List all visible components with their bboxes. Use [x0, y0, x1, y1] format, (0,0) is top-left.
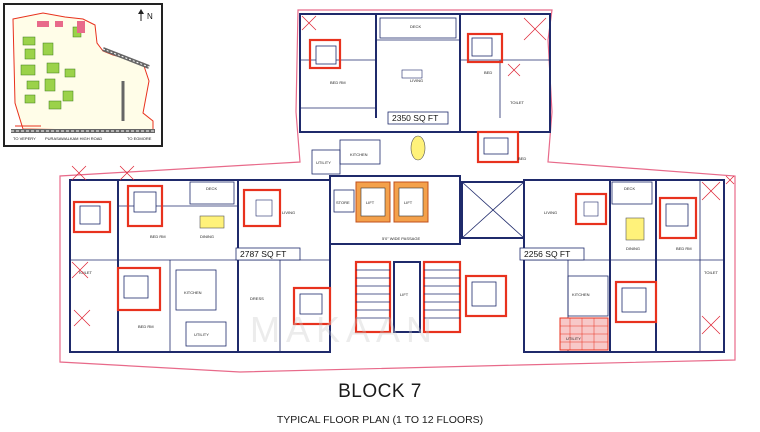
- north-label: N: [147, 12, 153, 21]
- passage-label: 5'0" WIDE PASSAGE: [382, 236, 420, 241]
- living-left-label: LIVING: [282, 210, 295, 215]
- kitchen-right-label: KITCHEN: [572, 292, 590, 297]
- to-egmore-label: TO EGMORE: [127, 136, 152, 141]
- living-right-label: LIVING: [544, 210, 557, 215]
- dining-right-label: DINING: [626, 246, 640, 251]
- plan-title: BLOCK 7: [338, 381, 422, 402]
- toilet-left-label: TOILET: [78, 270, 92, 275]
- store-label: STORE: [336, 200, 350, 205]
- kitchen-top-label: KITCHEN: [350, 152, 368, 157]
- bed-right-a-label: BED RM: [676, 246, 692, 251]
- right-unit: DECK LIVING DINING 2256 SQ FT BED RM TOI…: [464, 175, 735, 353]
- utility-left-label: UTILITY: [194, 332, 209, 337]
- plan-subtitle: TYPICAL FLOOR PLAN (1 TO 12 FLOORS): [276, 414, 484, 426]
- toilet-right-label: TOILET: [704, 270, 718, 275]
- utility-top-label: UTILITY: [316, 160, 331, 165]
- floor-plan-drawing: DECK LIVING BED RM BED TOILET 2350 SQ FT…: [59, 9, 736, 373]
- left-unit: DECK DINING LIVING 2787 SQ FT BED RM BED…: [69, 165, 332, 353]
- bed-center-label: BED: [518, 156, 526, 161]
- living-top-label: LIVING: [410, 78, 423, 83]
- dress-left-label: DRESS: [250, 296, 264, 301]
- deck-top-label: DECK: [410, 24, 421, 29]
- lift-b-label: LIFT: [404, 200, 413, 205]
- road-label: PURASAWALKAM HIGH ROAD: [45, 136, 102, 141]
- top-unit: DECK LIVING BED RM BED TOILET 2350 SQ FT…: [299, 13, 551, 175]
- deck-left-label: DECK: [206, 186, 217, 191]
- bed-left-a-label: BED RM: [150, 234, 166, 239]
- deck-right-label: DECK: [624, 186, 635, 191]
- lift-a-label: LIFT: [366, 200, 375, 205]
- toilet-top-label: TOILET: [510, 100, 524, 105]
- core-lifts: STORE LIFT LIFT 5'0" WIDE PASSAGE: [329, 175, 525, 334]
- kitchen-left-label: KITCHEN: [184, 290, 202, 295]
- site-key-map: N PURASAWALKAM HIGH ROAD TO VEPERY TO EG…: [3, 3, 163, 147]
- area-top-unit: 2350 SQ FT: [392, 113, 438, 123]
- watermark: MAKAAN: [250, 309, 438, 350]
- bed-top-right-label: BED: [484, 70, 492, 75]
- to-vepery-label: TO VEPERY: [13, 136, 36, 141]
- area-right-unit: 2256 SQ FT: [524, 249, 570, 259]
- lift-lobby-label: LIFT: [400, 292, 409, 297]
- bed-left-b-label: BED RM: [138, 324, 154, 329]
- dining-left-label: DINING: [200, 234, 214, 239]
- bed-top-left-label: BED RM: [330, 80, 346, 85]
- utility-right-label: UTILITY: [566, 336, 581, 341]
- area-left-unit: 2787 SQ FT: [240, 249, 286, 259]
